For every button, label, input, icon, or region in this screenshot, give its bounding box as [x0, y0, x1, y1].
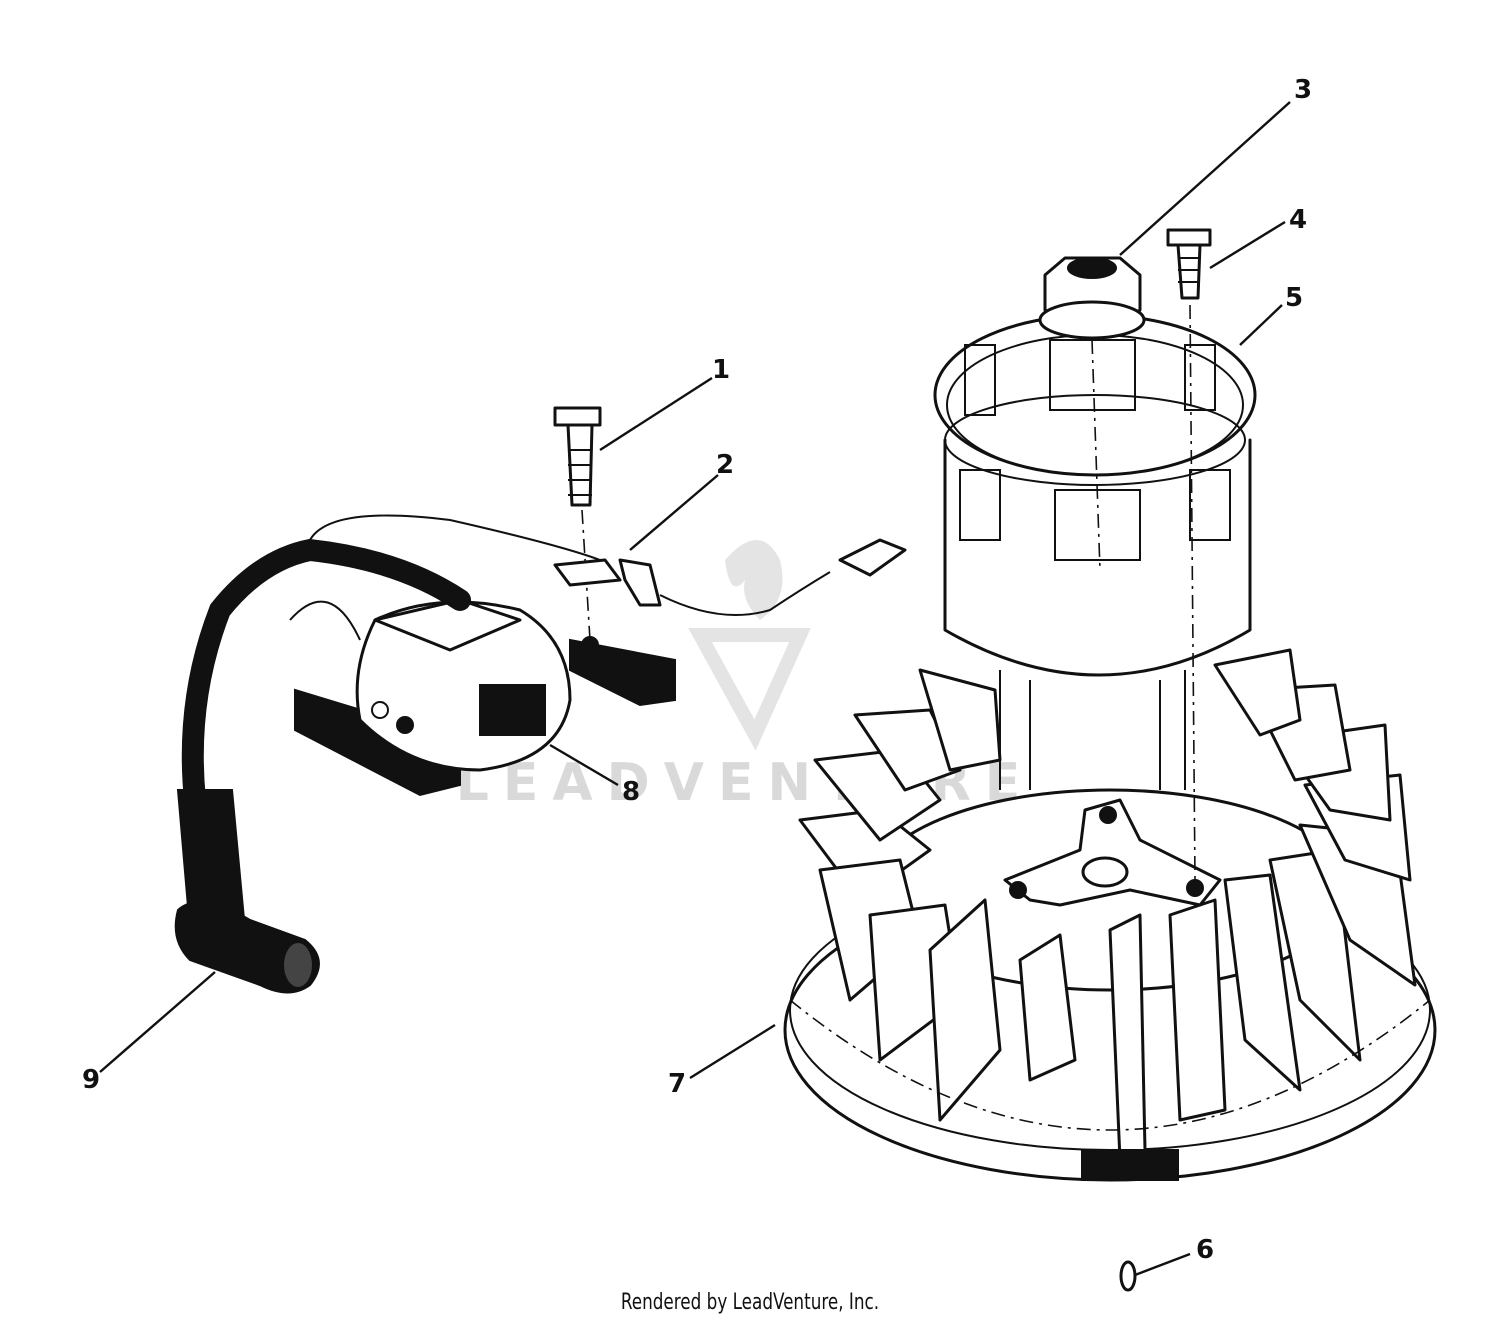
callout-1: 1 — [712, 355, 730, 385]
callout-3: 3 — [1294, 75, 1312, 105]
leader-line-4 — [1209, 220, 1286, 270]
leader-lines — [99, 101, 1291, 1277]
ground-wire-part — [309, 514, 907, 616]
screw-part — [1166, 228, 1212, 881]
callout-5: 5 — [1285, 283, 1303, 313]
leader-line-2 — [629, 474, 719, 551]
flywheel-part — [783, 648, 1437, 1182]
flywheel-key-part — [1119, 1260, 1137, 1292]
leader-line-6 — [1134, 1252, 1191, 1277]
ignition-coil-part — [289, 598, 676, 797]
leader-line-9 — [99, 971, 216, 1073]
callout-2: 2 — [716, 450, 734, 480]
leader-line-5 — [1239, 304, 1283, 346]
callout-numbers: 1 2 3 4 5 6 7 8 9 — [82, 75, 1312, 1265]
footer-credit: Rendered by LeadVenture, Inc. — [620, 1290, 880, 1315]
callout-6: 6 — [1196, 1235, 1214, 1265]
spark-plug-boot-part — [174, 538, 471, 994]
callout-8: 8 — [622, 777, 640, 807]
leader-line-7 — [689, 1023, 776, 1080]
leader-line-3 — [1119, 101, 1291, 256]
callout-7: 7 — [668, 1069, 686, 1099]
bolt-part — [553, 406, 602, 641]
callout-4: 4 — [1289, 205, 1307, 235]
callout-9: 9 — [82, 1065, 100, 1095]
flywheel-nut-part — [1038, 256, 1146, 571]
leader-line-1 — [599, 376, 713, 452]
leader-line-8 — [549, 743, 619, 787]
fan-screen-part — [933, 313, 1257, 790]
